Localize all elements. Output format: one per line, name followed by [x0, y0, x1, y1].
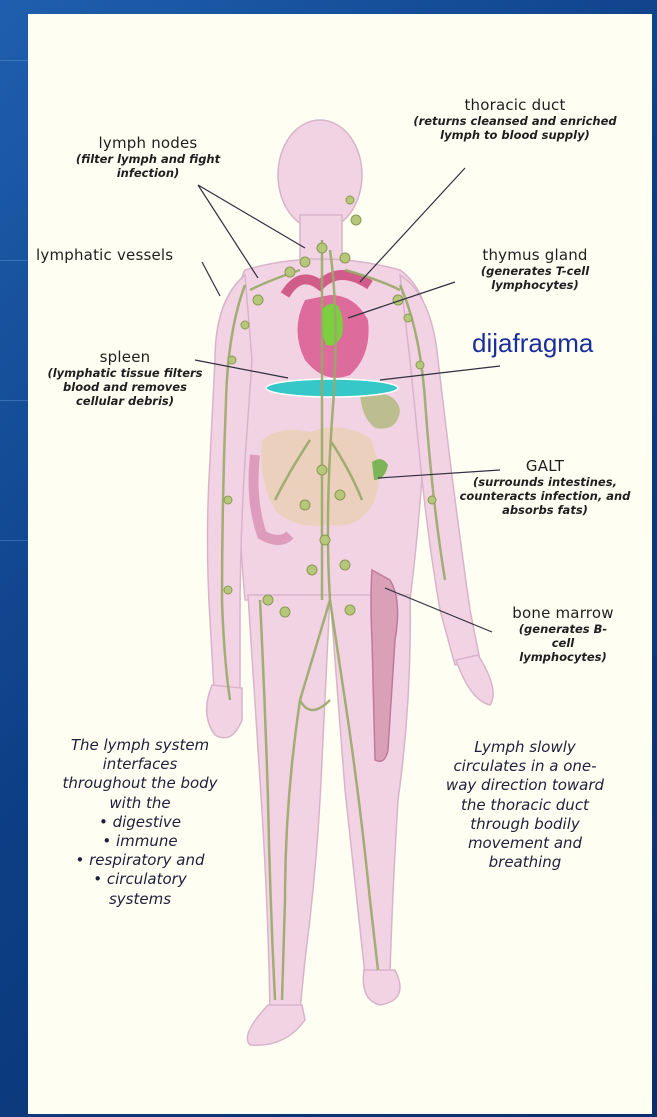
bone-marrow-desc: (generates B-cell lymphocytes): [508, 622, 618, 664]
thoracic-duct-title: thoracic duct: [395, 96, 635, 114]
galt-desc: (surrounds intestines, counteracts infec…: [440, 475, 650, 517]
thymus-gland-desc: (generates T-cell lymphocytes): [445, 264, 625, 292]
lymph-nodes-title: lymph nodes: [58, 134, 238, 152]
bone-marrow-title: bone marrow: [488, 604, 638, 622]
lymphatic-vessels-title: lymphatic vessels: [36, 246, 236, 264]
note-lymph-system: The lymph system interfaces throughout t…: [60, 736, 220, 909]
diaphragm: [266, 379, 398, 397]
spleen-desc: (lymphatic tissue filters blood and remo…: [40, 366, 210, 408]
thoracic-duct-desc: (returns cleansed and enriched lymph to …: [395, 114, 635, 142]
galt-title: GALT: [440, 457, 650, 475]
spleen-title: spleen: [40, 348, 210, 366]
label-spleen: spleen (lymphatic tissue filters blood a…: [40, 348, 210, 408]
lymph-nodes-desc: (filter lymph and fight infection): [73, 152, 223, 180]
label-bone-marrow: bone marrow (generates B-cell lymphocyte…: [488, 604, 638, 664]
note-item-immune: • immune: [60, 832, 220, 851]
label-thoracic-duct: thoracic duct (returns cleansed and enri…: [395, 96, 635, 142]
label-lymph-nodes: lymph nodes (filter lymph and fight infe…: [58, 134, 238, 180]
note-item-respiratory: • respiratory and: [60, 851, 220, 870]
label-thymus-gland: thymus gland (generates T-cell lymphocyt…: [445, 246, 625, 292]
thymus-gland-title: thymus gland: [445, 246, 625, 264]
label-dijafragma: dijafragma: [472, 328, 593, 359]
note-lymph-circulation: Lymph slowly circulates in a one-way dir…: [440, 738, 610, 872]
intestines: [261, 427, 379, 526]
note-item-circulatory: • circulatory systems: [60, 870, 220, 908]
label-galt: GALT (surrounds intestines, counteracts …: [440, 457, 650, 517]
label-lymphatic-vessels: lymphatic vessels: [36, 246, 236, 264]
note-item-digestive: • digestive: [60, 813, 220, 832]
note-lymph-system-intro: The lymph system interfaces throughout t…: [60, 736, 220, 813]
